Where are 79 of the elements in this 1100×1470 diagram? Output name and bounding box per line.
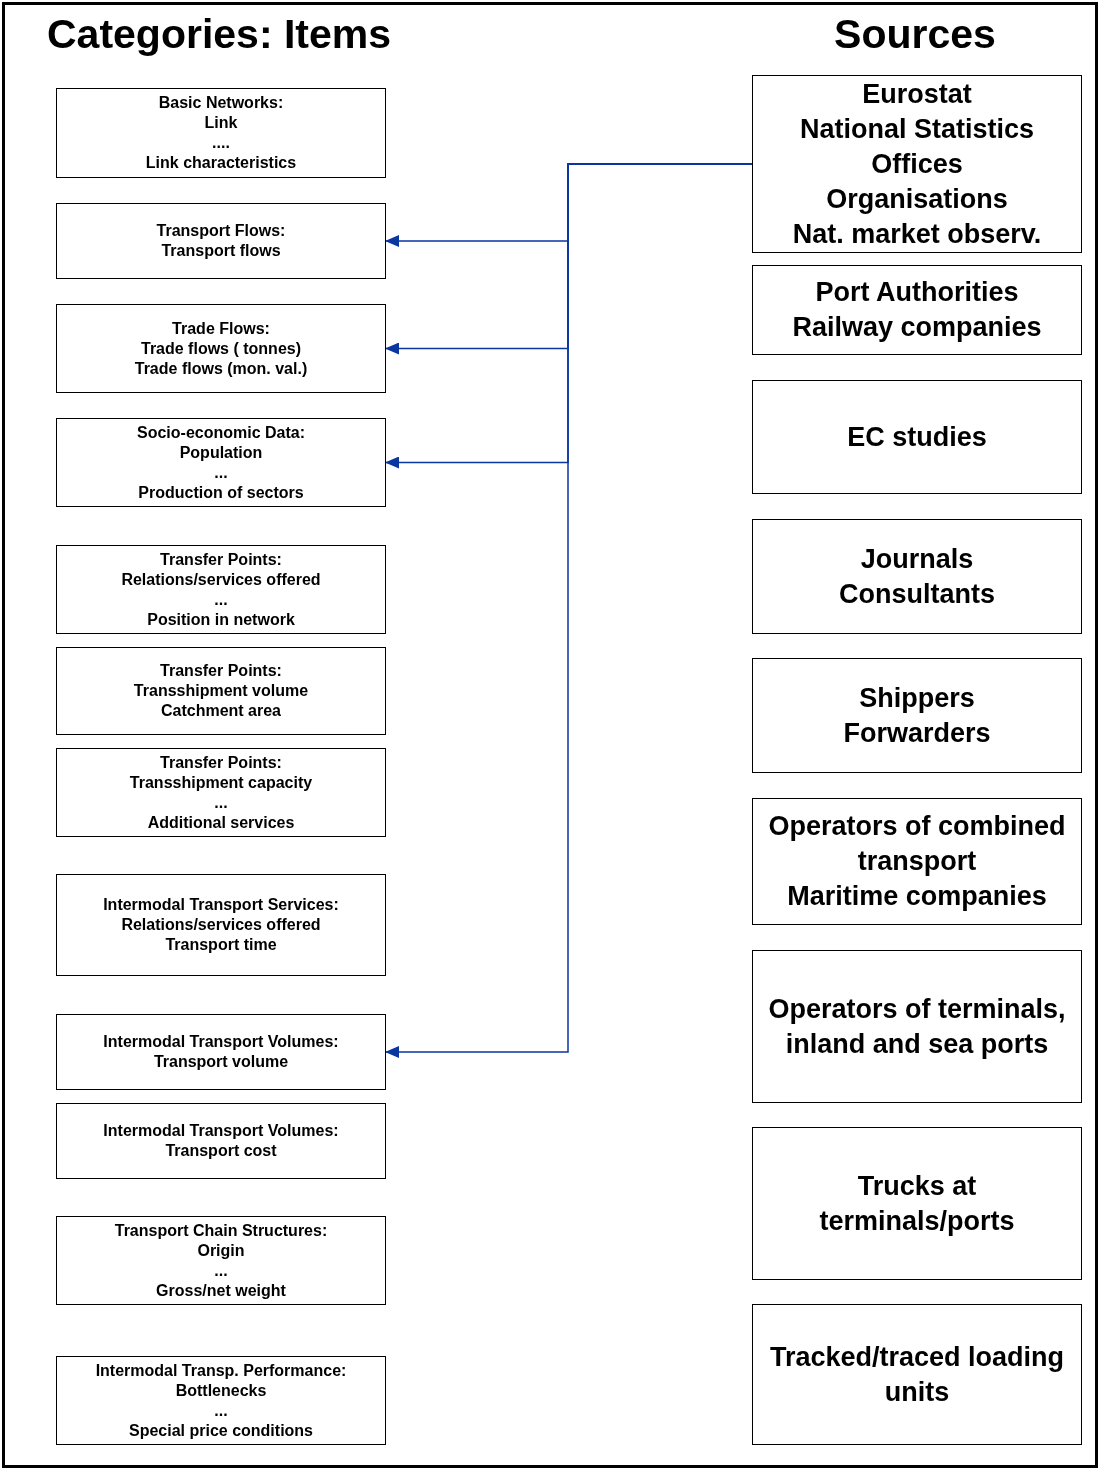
category-heading: Intermodal Transp. Performance: <box>95 1360 347 1381</box>
item-text: Population <box>179 442 263 463</box>
item-text: Relations/services offered <box>121 915 321 935</box>
item-text: Transport cost <box>165 1141 277 1161</box>
source-box <box>752 1304 1082 1445</box>
category-heading: Intermodal Transport Services: <box>103 895 339 915</box>
category-box <box>56 203 386 279</box>
category-box <box>56 1216 386 1305</box>
item-text: Trade flows ( tonnes) <box>141 338 301 359</box>
item-text: Maritime companies <box>787 880 1047 913</box>
category-heading: Trade Flows: <box>172 318 270 339</box>
item-text: Journals <box>860 542 974 576</box>
item-text: ... <box>214 462 228 483</box>
item-text: EC studies <box>847 420 987 454</box>
item-text: Link characteristics <box>145 153 297 173</box>
item-text: Organisations <box>826 182 1008 216</box>
category-box <box>56 304 386 393</box>
category-heading: Transfer Points: <box>160 661 282 681</box>
item-text: Trucks at terminals/ports <box>818 1169 1016 1238</box>
category-heading: Socio-economic Data: <box>137 422 305 443</box>
item-text: Port Authorities <box>815 276 1019 309</box>
category-box <box>56 1356 386 1445</box>
source-box <box>752 75 1082 253</box>
item-text: ... <box>214 1400 228 1421</box>
category-box <box>56 647 386 735</box>
item-text: Nat. market observ. <box>792 217 1042 251</box>
source-box <box>752 798 1082 925</box>
item-text: Link <box>204 113 238 133</box>
item-text: Railway companies <box>792 311 1042 344</box>
category-heading: Intermodal Transport Volumes: <box>103 1032 339 1052</box>
item-text: Transshipment volume <box>133 681 309 701</box>
source-box <box>752 519 1082 634</box>
category-box <box>56 874 386 976</box>
item-text: Trade flows (mon. val.) <box>134 358 308 379</box>
item-text: .... <box>212 133 230 153</box>
category-box <box>56 1103 386 1179</box>
item-text: Catchment area <box>160 701 281 721</box>
source-box <box>752 265 1082 355</box>
category-box <box>56 1014 386 1090</box>
item-text: Tracked/traced loading units <box>768 1340 1066 1409</box>
category-box <box>56 545 386 634</box>
item-text: Transshipment capacity <box>129 772 313 793</box>
item-text: National Statistics Offices <box>798 112 1036 181</box>
category-box <box>56 748 386 837</box>
heading: Sources <box>833 10 997 59</box>
item-text: Production of sectors <box>138 482 304 503</box>
category-heading: Intermodal Transport Volumes: <box>103 1121 339 1141</box>
source-box <box>752 658 1082 773</box>
source-box <box>752 1127 1082 1280</box>
item-text: Operators of combined transport <box>767 810 1067 878</box>
item-text: Special price conditions <box>128 1420 313 1441</box>
item-text: Operators of terminals, <box>768 992 1066 1026</box>
category-heading: Transfer Points: <box>160 549 282 570</box>
category-box <box>56 88 386 178</box>
item-text: Gross/net weight <box>156 1280 286 1301</box>
item-text: Transport volume <box>153 1052 289 1072</box>
category-heading: Transfer Points: <box>160 752 282 773</box>
item-text: Relations/services offered <box>121 569 321 590</box>
category-heading: Basic Networks: <box>158 93 284 113</box>
source-box <box>752 380 1082 494</box>
category-heading: Transport Flows: <box>156 221 286 241</box>
item-text: inland and sea ports <box>785 1027 1049 1061</box>
item-text: Transport flows <box>161 241 281 261</box>
item-text: Additional services <box>147 812 295 833</box>
category-heading: Transport Chain Structures: <box>114 1220 328 1241</box>
item-text: ... <box>214 1260 228 1281</box>
category-box <box>56 418 386 507</box>
item-text: ... <box>214 792 228 813</box>
item-text: Position in network <box>147 609 295 630</box>
item-text: Bottlenecks <box>175 1380 267 1401</box>
item-text: Shippers <box>859 681 975 715</box>
item-text: Eurostat <box>862 77 972 111</box>
item-text: Origin <box>197 1240 245 1261</box>
item-text: ... <box>214 589 228 610</box>
item-text: Forwarders <box>843 716 991 750</box>
source-box <box>752 950 1082 1103</box>
item-text: Consultants <box>839 577 995 611</box>
heading: Categories: Items <box>47 10 392 59</box>
item-text: Transport time <box>165 935 277 955</box>
